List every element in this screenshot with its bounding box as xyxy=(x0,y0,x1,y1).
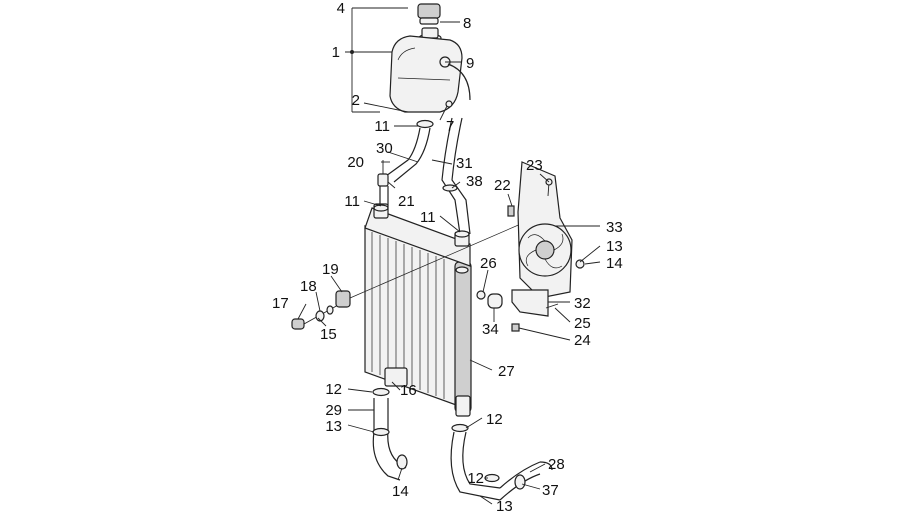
callout-38: 38 xyxy=(466,173,483,190)
callout-11-mid: 11 xyxy=(420,209,436,226)
callout-26: 24 xyxy=(574,332,591,349)
callout-19: 17 xyxy=(272,295,289,312)
leader-lines xyxy=(297,21,601,505)
callout-22: 20 xyxy=(347,154,364,171)
callout-33: 31 xyxy=(456,155,473,172)
callout-12-left: 12 xyxy=(325,381,342,398)
tank-group-bracket xyxy=(345,7,408,113)
clip-24 xyxy=(507,205,515,217)
callout-37: 37 xyxy=(542,482,559,499)
callout-2: 2 xyxy=(352,92,360,109)
filler-cap xyxy=(417,3,442,43)
screw-7 xyxy=(439,100,453,121)
callout-18: 16 xyxy=(400,382,417,399)
callout-13-left: 13 xyxy=(325,418,342,435)
callout-1: 1 xyxy=(332,44,340,61)
callout-21: 19 xyxy=(322,261,339,278)
callout-27: 25 xyxy=(574,315,591,332)
callout-35: 33 xyxy=(606,219,623,236)
lower-right-hose xyxy=(450,423,553,501)
tank-outlet-hose xyxy=(385,117,471,235)
callout-32: 30 xyxy=(376,140,393,157)
callout-31: 29 xyxy=(325,402,342,419)
radiator-mount-bolt xyxy=(291,219,531,330)
plug-36 xyxy=(476,290,503,309)
callout-12-right: 12 xyxy=(486,411,503,428)
callout-34: 32 xyxy=(574,295,591,312)
lower-left-hose xyxy=(372,387,408,481)
callout-29: 27 xyxy=(498,363,515,380)
callout-24: 22 xyxy=(494,177,511,194)
expansion-tank xyxy=(389,35,471,113)
callout-4: 4 xyxy=(337,0,345,17)
callout-labels: 4 8 1 9 2 11 7 30 20 31 38 21 11 11 22 2… xyxy=(272,0,623,514)
callout-11-top: 11 xyxy=(374,118,390,135)
callout-16: 14 xyxy=(606,255,623,272)
callout-15: 13 xyxy=(606,238,623,255)
cooling-fan xyxy=(517,161,573,299)
callout-28: 26 xyxy=(480,255,497,272)
callout-17: 15 xyxy=(320,326,337,343)
callout-7: 7 xyxy=(446,118,454,135)
callout-12-bottom: 12 xyxy=(467,470,484,487)
fan-bracket-34 xyxy=(511,259,585,332)
callout-9: 9 xyxy=(466,55,474,72)
hose-fitting-23 xyxy=(377,160,389,206)
callout-11-left: 11 xyxy=(344,193,360,210)
callout-30: 28 xyxy=(548,456,565,473)
callout-8: 8 xyxy=(463,15,471,32)
callout-13-bottom-label: 13 xyxy=(496,498,513,514)
callout-25: 23 xyxy=(526,157,543,174)
callout-14-label: 14 xyxy=(392,483,409,500)
radiator xyxy=(364,203,472,417)
callout-20: 18 xyxy=(300,278,317,295)
callout-23: 21 xyxy=(398,193,415,210)
callout-36: 34 xyxy=(482,321,499,338)
